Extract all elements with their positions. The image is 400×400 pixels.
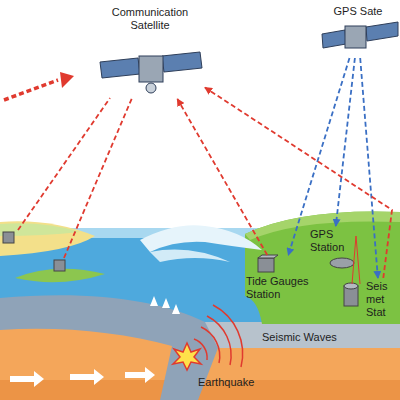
extra-links [4, 80, 132, 258]
solar-panel [162, 52, 202, 72]
signal-arrow [336, 58, 355, 226]
dashed-link [18, 98, 110, 230]
gps-dish [330, 258, 354, 268]
seismic-waves [194, 305, 243, 367]
dashed-link [4, 80, 58, 100]
node-label: GPS Station [310, 228, 356, 254]
signal-arrow [205, 88, 392, 279]
satellite-body [345, 26, 366, 48]
node-label: Tide Gauges Station [246, 275, 314, 301]
communication-satellite [100, 52, 202, 93]
motion-arrow [150, 296, 180, 314]
left-island [0, 221, 95, 256]
satellite-body [139, 56, 163, 82]
wave-arc [201, 327, 220, 363]
diagram-label: Earthquake [198, 376, 254, 389]
station-node: Seis met Stat [362, 278, 398, 330]
buoy-station [3, 232, 14, 243]
signal-arrow [288, 58, 349, 255]
signal-arrow [360, 58, 378, 278]
node-label: Communication Satellite [104, 6, 196, 32]
gps-satellite [322, 22, 398, 48]
island-station [54, 260, 65, 271]
motion-arrow [125, 367, 155, 383]
solar-panel [322, 30, 346, 48]
station-node: Tide Gauges Station [244, 255, 318, 303]
solar-panel [100, 58, 140, 78]
tsunami-wave [150, 250, 230, 262]
antenna [146, 83, 156, 93]
signal-arrow [177, 99, 267, 255]
dashed-link [64, 98, 132, 258]
arrow-head [60, 72, 74, 88]
mast [352, 236, 360, 284]
cylinder-top [344, 283, 358, 289]
plate-motion-arrows [10, 296, 180, 387]
gauge-top [258, 255, 278, 258]
station-node: GPS Station [308, 226, 358, 276]
satellite-node: GPS Sate [318, 3, 398, 58]
node-label: GPS Sate [334, 5, 383, 18]
solar-panel [366, 22, 398, 41]
gauge-box [258, 258, 274, 272]
wave-arc [213, 305, 243, 367]
motion-arrow [70, 369, 104, 385]
seismometer [344, 236, 360, 306]
dish [330, 258, 354, 268]
node-label: Seis met Stat [366, 280, 396, 319]
satellite-node: Communication Satellite [95, 4, 205, 99]
motion-arrow [10, 371, 44, 387]
tide-gauge [258, 255, 278, 272]
wave-arc [207, 316, 231, 365]
earthquake-star [173, 343, 201, 370]
tsunami-wave [140, 225, 262, 252]
diagram-label: Seismic Waves [262, 331, 337, 344]
